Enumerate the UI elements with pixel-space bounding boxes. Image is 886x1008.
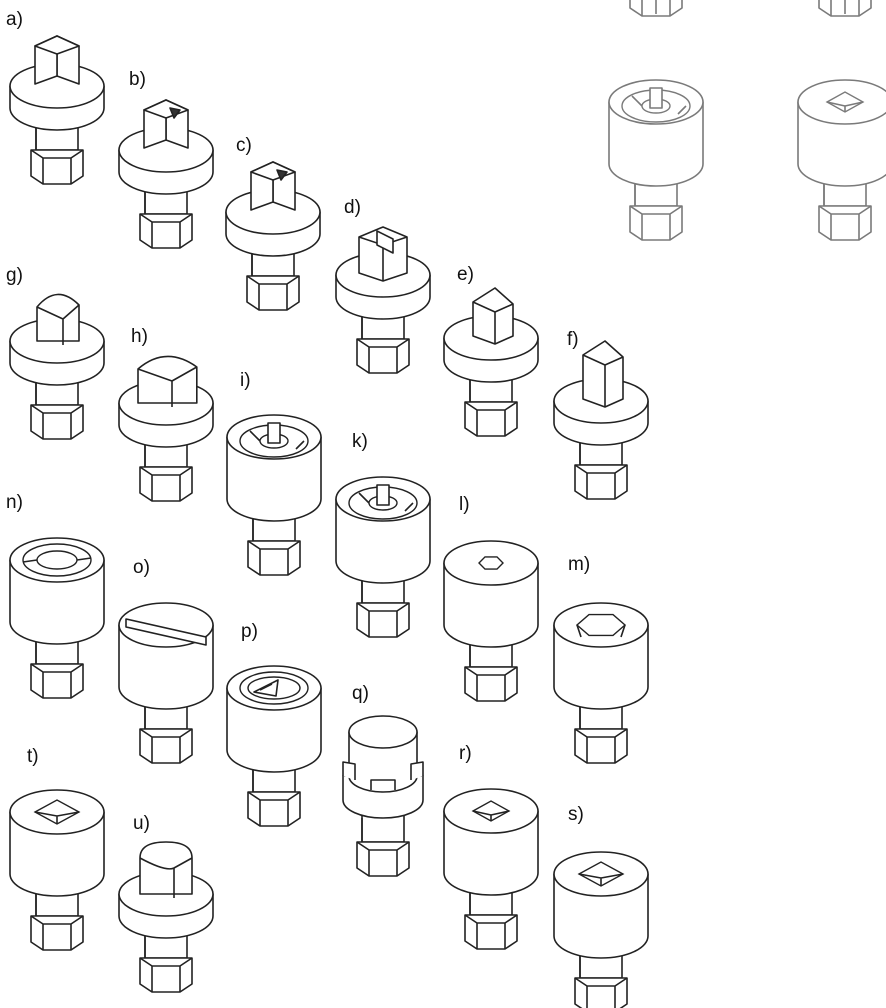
fastener-m [553, 602, 649, 764]
label-d: d) [344, 197, 361, 218]
label-p: p) [241, 621, 258, 642]
label-k: k) [352, 431, 368, 452]
fastener-p [226, 665, 322, 827]
label-b: b) [129, 69, 146, 90]
label-g: g) [6, 265, 23, 286]
fastener-extra-2 [797, 79, 886, 241]
fastener-extra-3 [629, 0, 683, 17]
fastener-c [225, 161, 321, 311]
fastener-f [553, 340, 649, 500]
fastener-s [553, 851, 649, 1008]
fastener-b [118, 99, 214, 249]
fastener-g [9, 293, 105, 440]
label-a: a) [6, 9, 23, 30]
label-u: u) [133, 813, 150, 834]
label-q: q) [352, 683, 369, 704]
fastener-r [443, 788, 539, 950]
fastener-extra-4 [818, 0, 872, 17]
label-f: f) [567, 329, 579, 350]
label-m: m) [568, 554, 591, 575]
label-i: i) [240, 370, 251, 391]
fastener-h [118, 355, 214, 502]
fastener-d [335, 226, 431, 374]
label-s: s) [568, 804, 584, 825]
fastener-e [443, 287, 539, 437]
fastener-q [342, 715, 424, 877]
label-l: l) [459, 494, 470, 515]
label-c: c) [236, 135, 252, 156]
fastener-extra-1 [608, 79, 704, 241]
fastener-k [335, 476, 431, 638]
fastener-l [443, 540, 539, 702]
fastener-i [226, 414, 322, 576]
label-o: o) [133, 557, 150, 578]
fastener-u [118, 841, 214, 993]
fastener-t [9, 789, 105, 951]
label-r: r) [459, 743, 472, 764]
label-t: t) [27, 746, 39, 767]
label-n: n) [6, 492, 23, 513]
label-e: e) [457, 264, 474, 285]
fastener-o [118, 602, 214, 764]
label-h: h) [131, 326, 148, 347]
fastener-n [9, 537, 105, 699]
fastener-a [9, 35, 105, 185]
